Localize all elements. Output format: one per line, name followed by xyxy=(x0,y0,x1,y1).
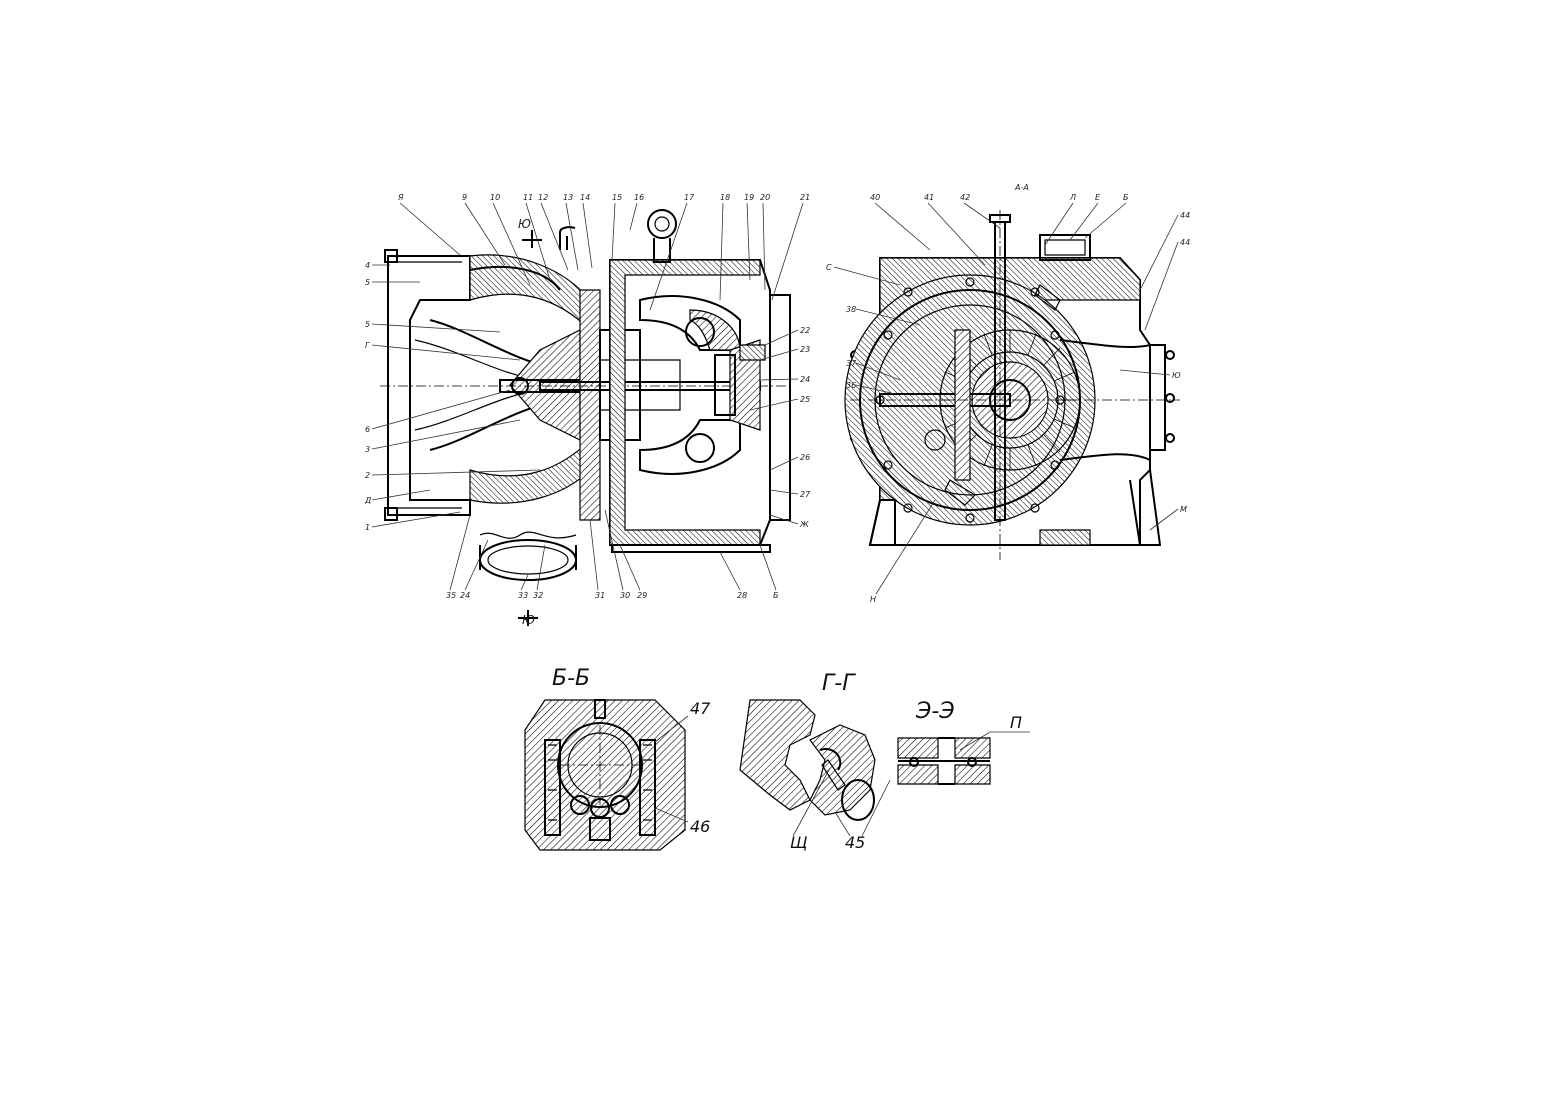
callout-label: 40 xyxy=(870,193,880,202)
section-gg-detail: Г-Г Щ 45 xyxy=(739,671,891,852)
callout-label: 5 xyxy=(365,278,370,287)
callout-45: 45 xyxy=(845,833,865,852)
callout-label: 12 xyxy=(538,193,548,202)
cross-section-view-aa: 40 41 42 А-А Л Е Б 44 44 Ю М С 38 37 36 … xyxy=(826,183,1190,604)
callout-label: Л xyxy=(1069,193,1076,202)
callout-label: М xyxy=(1180,505,1187,514)
callout-p: П xyxy=(1010,713,1022,732)
callout-label: 24 xyxy=(460,591,470,600)
section-aa-label: А-А xyxy=(1014,183,1029,192)
callout-label: 1 xyxy=(365,523,370,532)
callout-label: 41 xyxy=(924,193,934,202)
callout-47: 47 xyxy=(690,699,711,718)
callout-label: 24 xyxy=(800,375,810,384)
callout-label: 44 xyxy=(1180,211,1190,220)
callout-label: Б xyxy=(773,591,779,600)
callout-label: 22 xyxy=(800,326,810,335)
callout-shch: Щ xyxy=(790,833,808,852)
callout-label: 32 xyxy=(533,591,543,600)
callout-label: 18 xyxy=(720,193,730,202)
callout-label: С xyxy=(826,263,832,272)
callout-label: Ж xyxy=(799,520,809,529)
callout-46: 46 xyxy=(690,817,710,836)
callout-label: 37 xyxy=(846,359,857,368)
callout-label: 36 xyxy=(846,381,856,390)
callout-label: 28 xyxy=(737,591,747,600)
callout-label: 30 xyxy=(620,591,630,600)
callout-label: 31 xyxy=(595,591,605,600)
callout-label: 10 xyxy=(490,193,500,202)
callout-label: 5 xyxy=(365,320,370,329)
section-ee-title: Э-Э xyxy=(915,699,955,724)
callout-label: 2 xyxy=(365,471,370,480)
callout-label: 35 xyxy=(446,591,456,600)
section-bb-detail: Б-Б 47 46 xyxy=(524,666,711,851)
callout-label: 13 xyxy=(563,193,573,202)
section-ee-detail: Э-Э П xyxy=(897,699,1030,785)
callout-label: 19 xyxy=(744,193,754,202)
left-side-callouts: 4 5 5 Г 6 3 2 Д 1 xyxy=(364,261,541,532)
callout-label: Н xyxy=(870,595,876,604)
top-callouts-right-view: 40 41 42 А-А Л Е Б xyxy=(870,183,1129,266)
callout-label: Я xyxy=(397,193,404,202)
callout-label: Д xyxy=(364,496,371,505)
callout-label: Г xyxy=(365,341,370,350)
callout-label: 3 xyxy=(365,445,370,454)
callout-label: 44 xyxy=(1180,238,1190,247)
callout-label: 26 xyxy=(800,453,810,462)
left-side-callouts-right-view: С 38 37 36 xyxy=(826,263,921,395)
callout-label: 14 xyxy=(580,193,590,202)
section-gg-title: Г-Г xyxy=(822,671,856,696)
callout-label: 20 xyxy=(760,193,770,202)
callout-label: 27 xyxy=(800,490,811,499)
longitudinal-section-view: Ю Ю Я 9 10 11 12 13 14 15 16 17 18 19 20… xyxy=(364,193,811,627)
bottom-callouts-left-view: 35 24 33 32 31 30 29 28 Б xyxy=(446,509,779,600)
callout-label: 11 xyxy=(523,193,533,202)
top-callouts-left: Я 9 10 11 12 13 14 15 16 17 18 19 20 21 xyxy=(397,193,810,311)
callout-label: Е xyxy=(1095,193,1101,202)
callout-label: 21 xyxy=(800,193,810,202)
callout-label: 15 xyxy=(612,193,622,202)
callout-label: 6 xyxy=(365,425,370,434)
callout-label: 9 xyxy=(462,193,467,202)
right-side-callouts-right-view: 44 44 Ю М xyxy=(1119,211,1190,531)
right-side-callouts-left-view: 22 23 24 25 26 27 Ж xyxy=(749,326,811,529)
callout-label: 25 xyxy=(800,395,810,404)
callout-label: 33 xyxy=(518,591,528,600)
callout-label: Ю xyxy=(1172,371,1181,380)
section-mark-top: Ю xyxy=(518,217,531,231)
callout-label: 42 xyxy=(960,193,970,202)
callout-label: 38 xyxy=(846,305,856,314)
section-bb-title: Б-Б xyxy=(552,666,590,691)
callout-label: Б xyxy=(1123,193,1129,202)
callout-label: 4 xyxy=(365,261,370,270)
callout-label: 29 xyxy=(637,591,647,600)
callout-label: 23 xyxy=(800,345,810,354)
section-mark-bottom: Ю xyxy=(522,613,535,627)
callout-label: 17 xyxy=(684,193,695,202)
callout-label: 16 xyxy=(634,193,644,202)
